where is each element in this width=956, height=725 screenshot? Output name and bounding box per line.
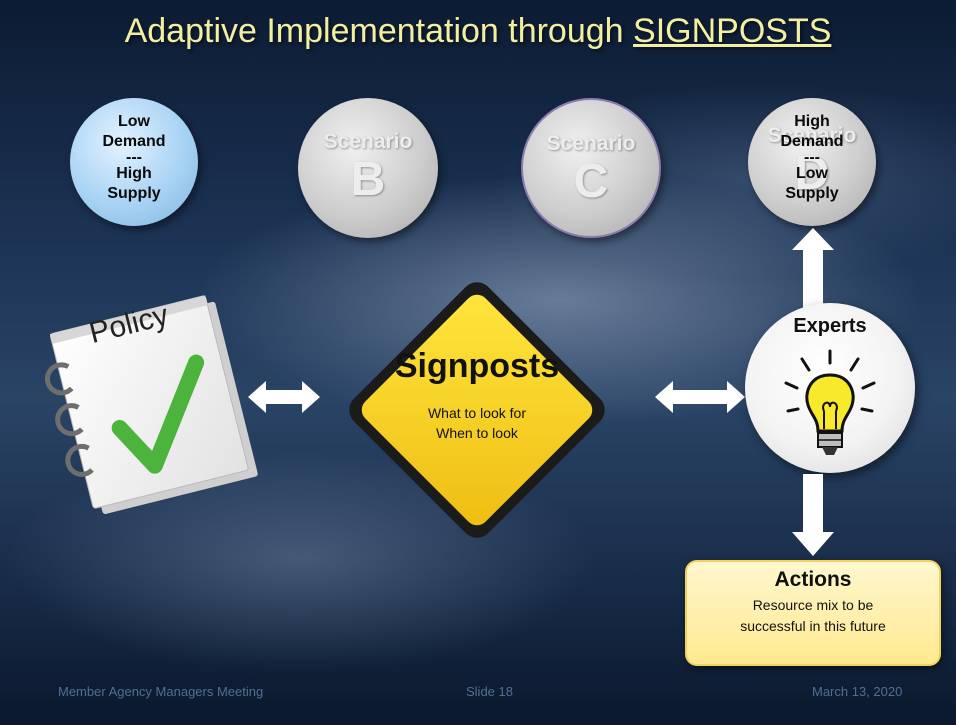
scenario-a-line-4: High: [116, 165, 152, 182]
signposts-title: Signposts: [394, 347, 560, 385]
signposts-line-1: What to look for: [427, 405, 527, 421]
experts-circle: Experts: [745, 303, 915, 473]
footer-meeting: Member Agency Managers Meeting: [58, 684, 264, 699]
scenario-c-label: Scenario: [546, 132, 636, 155]
scenario-b-letter: B: [350, 153, 386, 206]
warning-sign-icon: [349, 282, 605, 538]
policy-notepad-icon: [44, 295, 258, 514]
title-highlight: SIGNPOSTS: [633, 12, 832, 50]
scenario-d-line-1: High: [794, 113, 830, 130]
check-mark-icon: [111, 354, 205, 474]
scenario-a-line-5: Supply: [107, 185, 161, 202]
scenario-b-circle: Scenario B: [298, 98, 438, 238]
lightbulb-icon: [784, 349, 876, 455]
actions-box: Actions Resource mix to be successful in…: [685, 560, 941, 666]
double-arrow-right-icon: [655, 381, 745, 413]
signposts-line-2: When to look: [436, 425, 518, 441]
actions-title: Actions: [774, 568, 852, 591]
scenario-d-line-3: ---: [804, 149, 820, 166]
actions-line-1: Resource mix to be: [752, 597, 874, 613]
title-prefix: Adaptive Implementation through: [124, 12, 634, 50]
actions-line-2: successful in this future: [740, 618, 886, 634]
arrow-up-icon: [792, 228, 834, 308]
scenario-c-circle: Scenario C: [521, 98, 661, 238]
arrow-down-icon: [792, 474, 834, 556]
slide-title: Adaptive Implementation through SIGNPOST…: [0, 12, 956, 51]
double-arrow-left-icon: [248, 381, 320, 413]
scenario-d-line-2: Demand: [780, 133, 844, 150]
scenario-a-line-3: ---: [126, 149, 142, 166]
experts-title: Experts: [793, 315, 867, 337]
scenario-a-line-1: Low: [118, 113, 150, 130]
footer-date: March 13, 2020: [812, 684, 903, 699]
scenario-a-line-2: Demand: [102, 133, 166, 150]
scenario-c-letter: C: [573, 155, 609, 208]
scenario-d-circle: Scenario D High Demand --- Low Supply: [748, 98, 876, 226]
scenario-d-label: Scenario: [767, 124, 857, 147]
signposts-sign: Signposts What to look for When to look: [322, 255, 632, 565]
scenario-d-line-4: Low: [796, 165, 828, 182]
scenario-a-circle: Low Demand --- High Supply: [70, 98, 198, 226]
scenario-d-letter: D: [794, 147, 830, 200]
scenario-b-label: Scenario: [323, 130, 413, 153]
scenario-d-line-5: Supply: [785, 185, 839, 202]
footer-slide-number: Slide 18: [466, 684, 513, 699]
